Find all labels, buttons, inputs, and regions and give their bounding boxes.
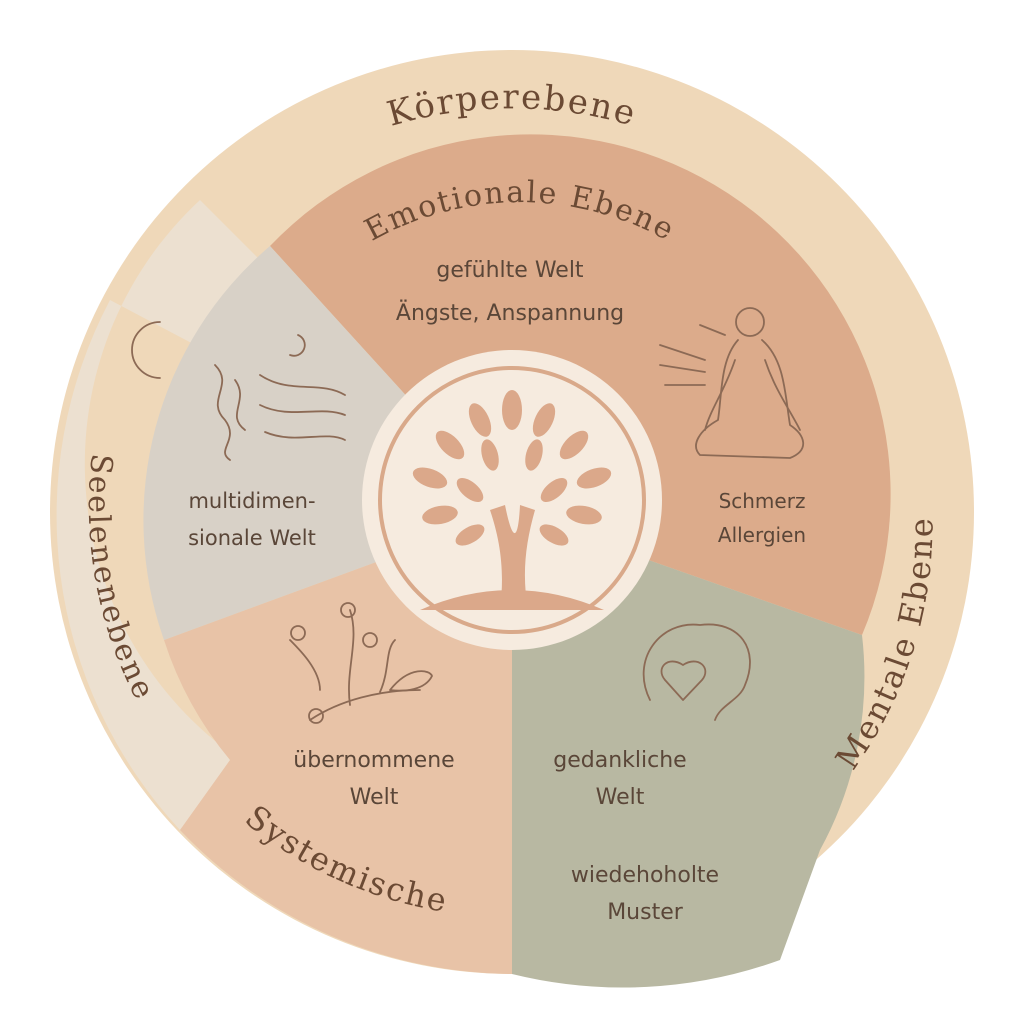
- mental-line4: Muster: [607, 900, 684, 925]
- moon-small-icon: [289, 334, 306, 357]
- multidimensional-line2: sionale Welt: [188, 526, 316, 550]
- heart-head-icon: [642, 623, 751, 721]
- emotional-side2: Allergien: [718, 523, 806, 547]
- center-circle: [362, 350, 662, 650]
- multidimensional-line1: multidimen-: [188, 489, 315, 513]
- mental-sector: [512, 512, 865, 988]
- emotional-side1: Schmerz: [719, 489, 806, 513]
- inherited-sector: [164, 512, 512, 974]
- mental-line2: Welt: [596, 785, 645, 810]
- inherited-line1: übernommene: [293, 748, 454, 773]
- emotional-line1: gefühlte Welt: [436, 258, 584, 283]
- branch-icon: [289, 602, 433, 724]
- mental-line3: wiedehoholte: [571, 863, 719, 888]
- wind-icon: [214, 364, 346, 461]
- tree-of-life-icon: [412, 390, 612, 610]
- moon-icon: [131, 321, 161, 379]
- mental-line1: gedankliche: [553, 748, 686, 773]
- emotional-line2: Ängste, Anspannung: [396, 300, 624, 326]
- inherited-line2: Welt: [350, 785, 399, 810]
- center-ring: [378, 366, 646, 634]
- meditation-figure-icon: [659, 307, 805, 459]
